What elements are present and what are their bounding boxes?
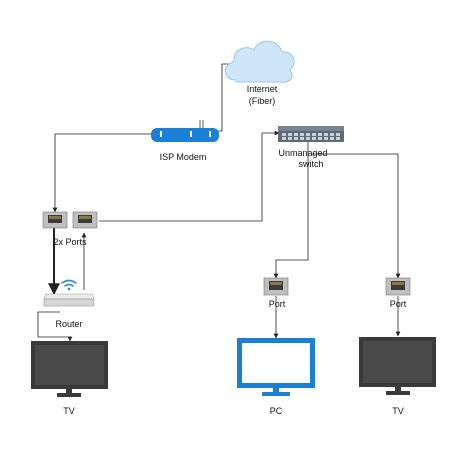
ethernet-port-icon (72, 211, 98, 229)
tv-right-label: TV (392, 406, 404, 416)
switch-node: Unmanaged switch (278, 126, 344, 169)
switch-icon (278, 126, 344, 142)
pc-label: PC (270, 406, 283, 416)
edge-switch-port-pc (273, 142, 309, 279)
port-tv-node: Port (385, 277, 411, 309)
ports-node: 2x Ports (42, 211, 98, 247)
edge-switch-port-tv (312, 153, 401, 279)
ethernet-port-icon (42, 211, 68, 229)
port-pc-label: Port (269, 299, 286, 309)
connectors (37, 63, 401, 342)
tv-left-node: TV (31, 341, 108, 416)
router-label: Router (55, 319, 82, 329)
modem-node: ISP Modem (151, 120, 219, 162)
edge-router-tv (37, 311, 73, 342)
internet-label-line1: Internet (247, 84, 278, 94)
edge-modem-port (52, 133, 151, 213)
modem-icon (151, 120, 219, 142)
tv-left-label: TV (63, 406, 75, 416)
modem-label: ISP Modem (160, 152, 207, 162)
router-node: Router (43, 279, 95, 329)
monitor-icon (237, 338, 315, 396)
wifi-router-icon (43, 279, 95, 307)
ports-label: 2x Ports (53, 237, 87, 247)
cloud-icon (224, 40, 295, 83)
edge-port-switch (99, 130, 280, 222)
port-tv-label: Port (390, 299, 407, 309)
tv-right-node: TV (359, 337, 436, 416)
ethernet-port-icon (263, 277, 289, 296)
monitor-icon (31, 341, 108, 397)
ethernet-port-icon (385, 277, 411, 296)
port-pc-node: Port (263, 277, 289, 309)
pc-node: PC (237, 338, 315, 416)
internet-node: Internet (Fiber) (224, 40, 295, 106)
switch-label-line2: switch (298, 159, 323, 169)
switch-label-line1: Unmanaged (278, 148, 327, 158)
internet-label-line2: (Fiber) (249, 96, 276, 106)
monitor-icon (359, 337, 436, 395)
